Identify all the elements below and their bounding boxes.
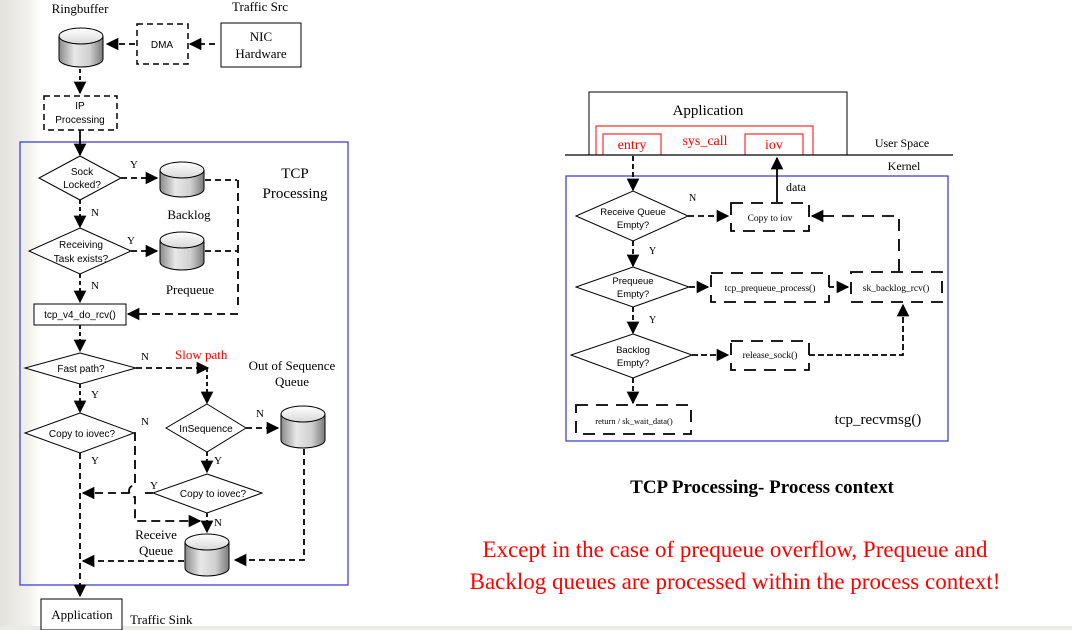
arrow-backlog-rcv-to-copy [810, 209, 900, 271]
receiving-line1: Receiving [59, 240, 103, 251]
copy-iovec-2-yes: Y [150, 480, 158, 492]
receiving-task-decision [27, 227, 133, 275]
user-space-label: User Space [875, 136, 929, 150]
sock-locked-line2: Locked? [63, 180, 101, 191]
tcp-recvmsg-label: tcp_recvmsg() [835, 412, 922, 428]
prequeue-label: Prequeue [166, 282, 215, 297]
dma-box [136, 23, 189, 65]
application-label: Application [51, 607, 113, 622]
arrow-copy-iovec-1-no [128, 432, 202, 528]
application-box [40, 598, 123, 630]
tcp-title-line1: TCP [281, 166, 309, 182]
copy-iovec-1-yes: Y [91, 455, 99, 467]
ooo-line1: Out of Sequence [249, 358, 336, 373]
slow-path-label: Slow path [175, 347, 228, 362]
prequeue-empty-line1: Prequeue [612, 276, 653, 287]
tcp-v4-do-rcv-label: tcp_v4_do_rcv() [44, 310, 116, 321]
ip-label-line2: Processing [55, 115, 104, 126]
receiving-no: N [91, 280, 99, 292]
caption-note-line2: Backlog queues are processed within the … [470, 569, 1001, 594]
rq-empty-line2: Empty? [617, 220, 649, 231]
left-diagram: Ringbuffer Traffic Src DMA NIC Hardware … [19, 0, 349, 630]
sys-call-label: sys_call [682, 134, 727, 149]
ringbuffer-label: Ringbuffer [52, 1, 109, 16]
fast-path-no: N [141, 351, 149, 363]
tcp-recvmsg-frame [565, 175, 949, 442]
tcp-processing-frame [19, 141, 349, 586]
sk-backlog-rcv-label: sk_backlog_rcv() [863, 283, 929, 294]
sock-locked-line1: Sock [71, 167, 94, 178]
sock-locked-yes: Y [130, 159, 138, 171]
sock-locked-decision [37, 155, 123, 201]
sk-backlog-rcv-box [850, 271, 943, 303]
nic-label-line1: NIC [250, 29, 272, 44]
return-wait-label: return / sk_wait_data() [595, 416, 673, 426]
prequeue-empty-yes: Y [649, 315, 656, 326]
right-diagram: Application sys_call entry iov User Spac… [565, 91, 953, 442]
traffic-sink-label: Traffic Sink [130, 612, 193, 627]
copy-to-iov-box [730, 202, 810, 232]
backlog-empty-decision [569, 333, 694, 379]
tcp-prequeue-process-label: tcp_prequeue_process() [725, 283, 816, 294]
ringbuffer-cylinder-icon [58, 27, 104, 68]
prequeue-cylinder-icon [159, 231, 205, 271]
receive-queue-line1: Receive [135, 527, 177, 542]
data-label: data [786, 180, 807, 194]
nic-label-line2: Hardware [235, 46, 286, 61]
tcp-prequeue-process-box [710, 272, 830, 303]
copy-iovec-2-label: Copy to iovec? [180, 489, 247, 500]
insequence-yes: Y [214, 455, 222, 467]
backlog-cylinder-icon [159, 161, 205, 198]
receive-queue-cylinder-icon [184, 533, 230, 577]
prequeue-empty-line2: Empty? [617, 289, 649, 300]
slide-bottom-margin [0, 626, 1072, 630]
release-sock-label: release_sock() [743, 350, 798, 361]
receiving-yes: Y [127, 235, 135, 247]
copy-to-iov-label: Copy to iov [748, 214, 793, 224]
backlog-label: Backlog [167, 207, 211, 222]
backlog-empty-line1: Backlog [616, 345, 650, 356]
ip-label-line1: IP [75, 101, 85, 112]
nic-hardware-box [220, 22, 302, 68]
copy-iovec-1-label: Copy to iovec? [49, 429, 116, 440]
ooo-queue-cylinder-icon [280, 405, 326, 449]
arrow-release-to-backlog-rcv [809, 303, 910, 356]
copy-iovec-2-no: N [214, 517, 222, 529]
tcp-title-line2: Processing [263, 186, 328, 202]
caption-title: TCP Processing- Process context [630, 477, 894, 498]
receive-queue-line2: Queue [139, 543, 173, 558]
entry-label: entry [618, 138, 647, 153]
fast-path-yes: Y [91, 389, 99, 401]
fast-path-label: Fast path? [57, 364, 105, 375]
kernel-label: Kernel [888, 159, 921, 173]
rq-empty-line1: Receive Queue [600, 207, 665, 218]
rq-empty-yes: Y [649, 246, 656, 257]
insequence-no: N [256, 408, 264, 420]
prequeue-empty-decision [574, 266, 691, 308]
user-application-label: Application [673, 103, 744, 119]
release-sock-box [730, 340, 810, 371]
backlog-empty-line2: Empty? [617, 358, 649, 369]
insequence-label: InSequence [179, 424, 233, 435]
arrow-ooo-to-receive-queue [233, 449, 305, 567]
receiving-line2: Task exists? [54, 254, 109, 265]
ooo-line2: Queue [275, 374, 309, 389]
dma-label: DMA [151, 40, 174, 51]
sock-locked-no: N [91, 207, 99, 219]
traffic-src-label: Traffic Src [232, 0, 288, 14]
iov-label: iov [765, 138, 783, 153]
copy-iovec-1-no: N [141, 416, 149, 428]
rq-empty-no: N [689, 193, 696, 204]
caption-note-line1: Except in the case of prequeue overflow,… [483, 537, 988, 562]
return-wait-box [575, 404, 692, 435]
